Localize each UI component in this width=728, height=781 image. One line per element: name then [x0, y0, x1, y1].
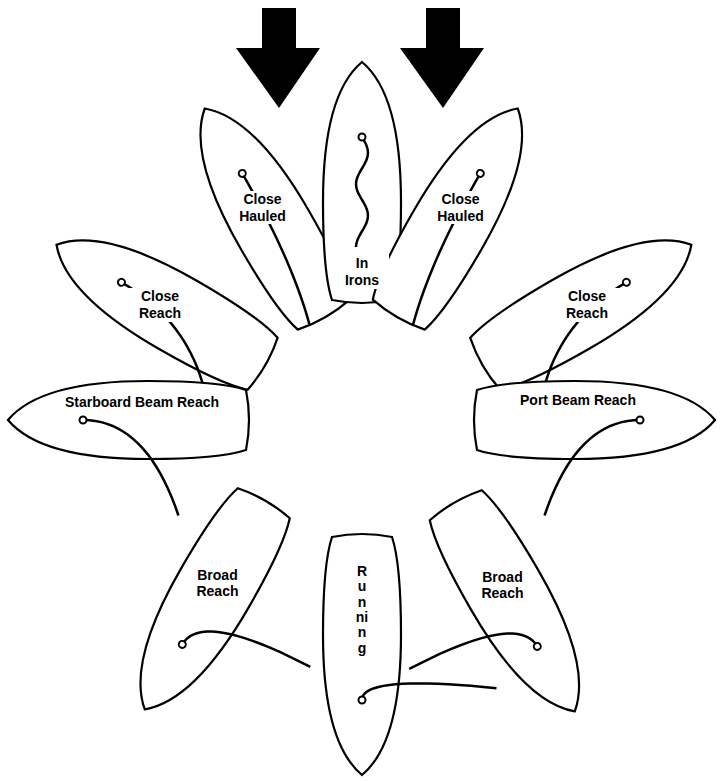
hull-outline [474, 381, 715, 459]
wind-arrow [236, 8, 320, 108]
point-of-sail-label: Port Beam Reach [518, 392, 638, 409]
point-of-sail-label: Close Reach [555, 288, 619, 322]
boat-node: Broad Reach [111, 482, 299, 729]
sail-line [362, 683, 496, 700]
hull-outline [8, 381, 249, 459]
boat-hull [111, 482, 299, 729]
point-of-sail-label: Starboard Beam Reach [63, 394, 221, 411]
boat-node: Close Reach [464, 211, 711, 399]
sail-line [83, 420, 178, 515]
sail-line [409, 607, 537, 707]
hull-outline [37, 211, 285, 399]
hull-outline [323, 534, 401, 775]
point-of-sail-label: Close Reach [128, 288, 192, 322]
point-of-sail-label: Broad Reach [470, 569, 534, 603]
luffing-sail [356, 137, 368, 247]
mast-dot [476, 168, 486, 178]
point-of-sail-label: Close Hauled [428, 191, 492, 225]
sail-line [182, 605, 310, 705]
mast-dot [621, 278, 631, 288]
mast-dot [238, 168, 248, 178]
mast-dot [359, 134, 366, 141]
point-of-sail-label: Running [353, 563, 371, 657]
mast-dot [116, 278, 126, 288]
hull-outline [111, 481, 299, 729]
boat-node: Port Beam Reach [475, 381, 715, 459]
sail-line [228, 173, 325, 324]
point-of-sail-label: Close Hauled [230, 191, 294, 225]
point-of-sail-label: Broad Reach [185, 567, 249, 601]
sail-line [398, 173, 495, 324]
boat-node: Running [323, 535, 401, 775]
mast-dot [637, 417, 644, 424]
sail-line [545, 420, 640, 515]
wind-arrow [400, 8, 484, 108]
hull-outline [421, 483, 609, 731]
boat-hull [421, 484, 609, 731]
boat-node: Close Reach [37, 211, 284, 399]
boat-node: Starboard Beam Reach [8, 381, 248, 459]
point-of-sail-label: In Irons [335, 255, 389, 289]
boat-node: Broad Reach [421, 484, 609, 731]
mast-dot [178, 639, 188, 649]
mast-dot [533, 641, 543, 651]
mast-dot [80, 417, 87, 424]
mast-dot [359, 697, 366, 704]
hull-outline [463, 211, 711, 399]
